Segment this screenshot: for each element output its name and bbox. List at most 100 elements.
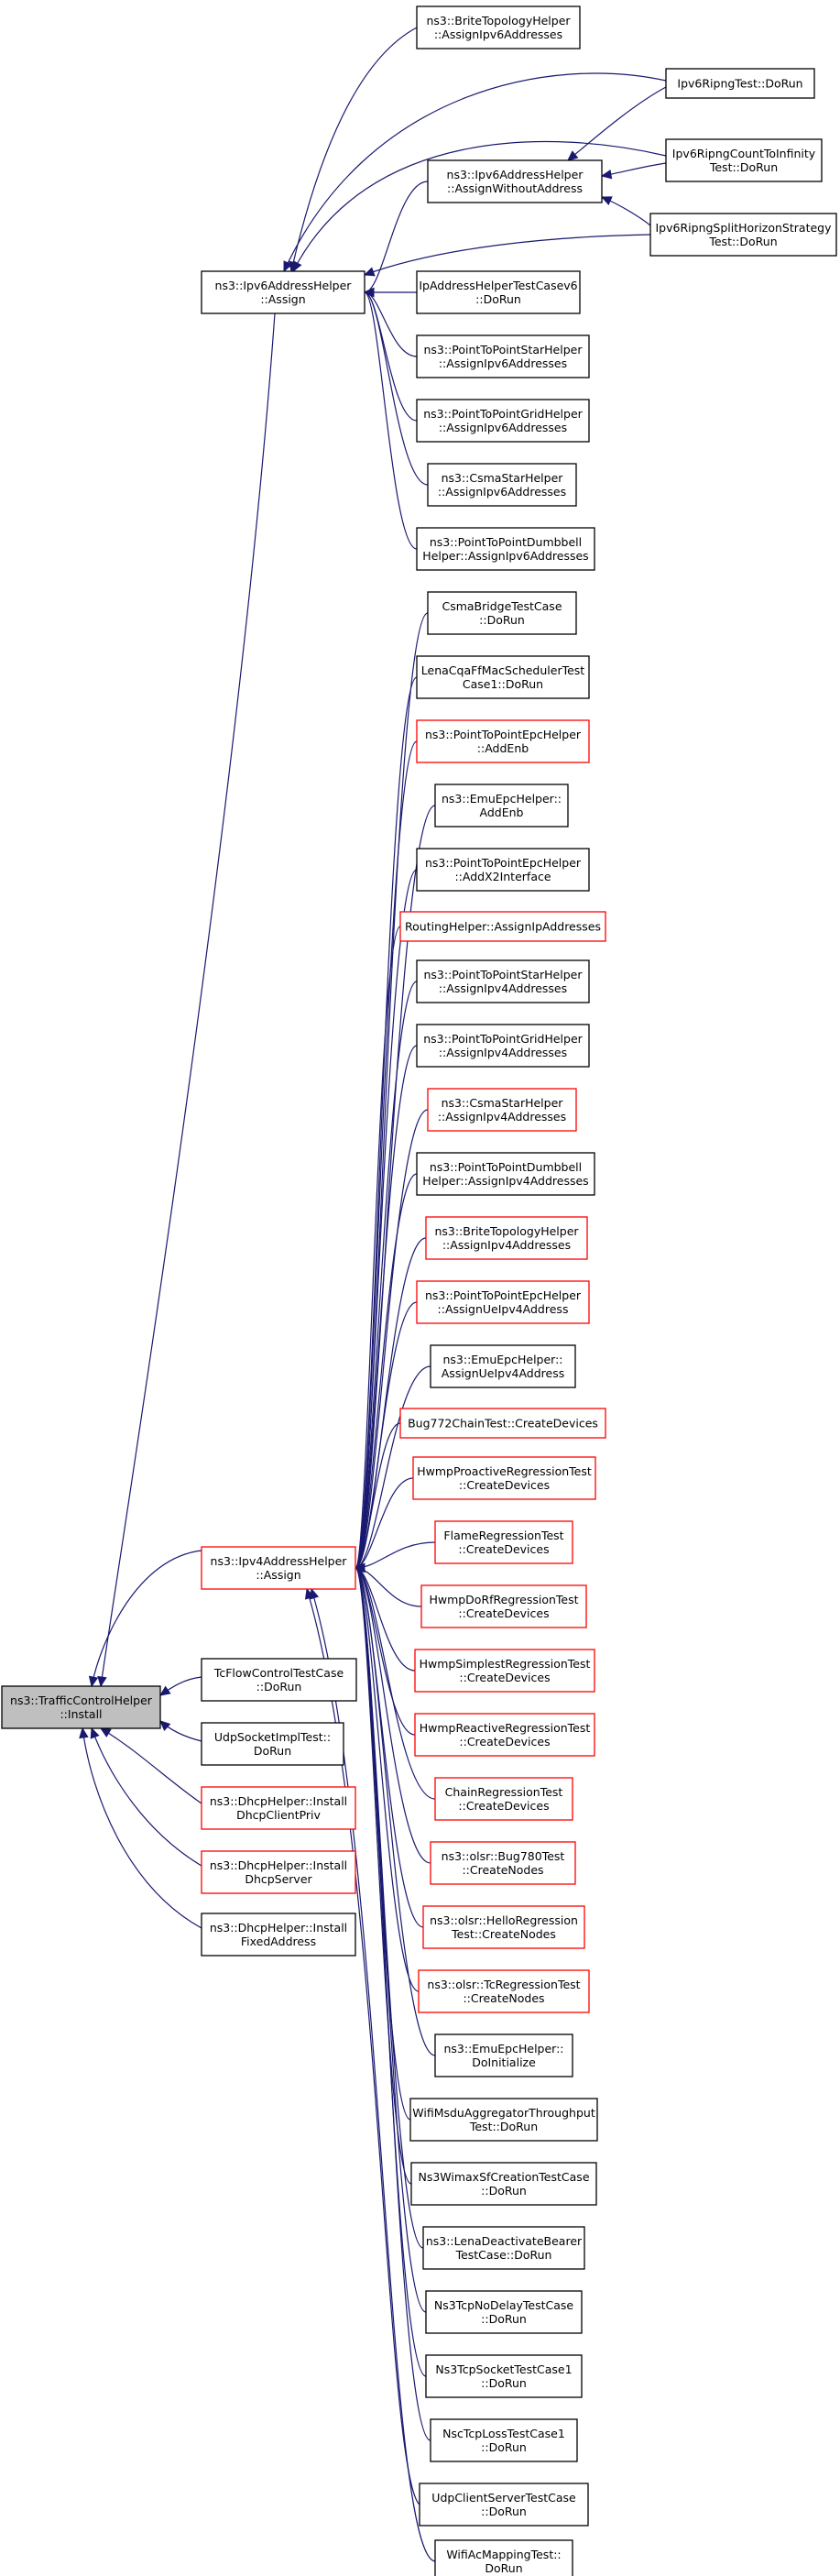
- node-box[interactable]: [412, 1456, 596, 1500]
- graph-node-routing[interactable]: RoutingHelper::AssignIpAddresses: [399, 911, 606, 942]
- graph-node-flame[interactable]: FlameRegressionTest::CreateDevices: [434, 1520, 573, 1564]
- node-box[interactable]: [427, 591, 577, 635]
- node-box[interactable]: [416, 5, 581, 49]
- node-box[interactable]: [425, 2290, 583, 2334]
- node-box[interactable]: [430, 1841, 576, 1885]
- graph-node-p2pstar6[interactable]: ns3::PointToPointStarHelper::AssignIpv6A…: [416, 334, 590, 378]
- node-box[interactable]: [414, 1713, 595, 1757]
- node-box[interactable]: [422, 1905, 585, 1949]
- graph-node-wifiac[interactable]: WifiAcMappingTest::DoRun: [434, 2539, 573, 2576]
- graph-node-udpsocket[interactable]: UdpSocketImplTest::DoRun: [201, 1722, 344, 1766]
- node-box[interactable]: [399, 911, 606, 942]
- graph-node-tcpsocket[interactable]: Ns3TcpSocketTestCase1::DoRun: [425, 2354, 583, 2398]
- node-box[interactable]: [399, 1408, 606, 1439]
- node-box[interactable]: [201, 1722, 344, 1766]
- node-box[interactable]: [430, 2418, 578, 2462]
- graph-node-hwmpreactive[interactable]: HwmpReactiveRegressionTest::CreateDevice…: [414, 1713, 595, 1757]
- node-box[interactable]: [416, 1024, 590, 1068]
- node-box[interactable]: [434, 1777, 573, 1821]
- graph-node-p2pepcx2[interactable]: ns3::PointToPointEpcHelper::AddX2Interfa…: [416, 848, 590, 892]
- node-box[interactable]: [665, 138, 823, 182]
- node-box[interactable]: [649, 213, 837, 257]
- graph-node-chain[interactable]: ChainRegressionTest::CreateDevices: [434, 1777, 573, 1821]
- graph-node-csmabridge[interactable]: CsmaBridgeTestCase::DoRun: [427, 591, 577, 635]
- node-box[interactable]: [427, 1088, 577, 1132]
- graph-node-hwmpproactive[interactable]: HwmpProactiveRegressionTest::CreateDevic…: [412, 1456, 596, 1500]
- graph-node-hwmpsimplest[interactable]: HwmpSimplestRegressionTest::CreateDevice…: [414, 1649, 595, 1693]
- node-box[interactable]: [422, 2226, 585, 2270]
- node-box[interactable]: [201, 1913, 356, 1957]
- node-box[interactable]: [416, 655, 590, 699]
- graph-node-p2pepcue[interactable]: ns3::PointToPointEpcHelper::AssignUeIpv4…: [416, 1280, 590, 1324]
- graph-node-hwmpdorf[interactable]: HwmpDoRfRegressionTest::CreateDevices: [420, 1584, 587, 1628]
- graph-node-bug772[interactable]: Bug772ChainTest::CreateDevices: [399, 1408, 606, 1439]
- graph-node-ipv6assign[interactable]: ns3::Ipv6AddressHelper::Assign: [201, 270, 365, 314]
- node-box[interactable]: [201, 1658, 357, 1702]
- node-box[interactable]: [430, 1344, 576, 1388]
- node-box[interactable]: [416, 399, 590, 443]
- node-box[interactable]: [416, 1280, 590, 1324]
- node-box[interactable]: [201, 270, 365, 314]
- node-box[interactable]: [434, 1520, 573, 1564]
- graph-node-brite6[interactable]: ns3::BriteTopologyHelper::AssignIpv6Addr…: [416, 5, 581, 49]
- graph-node-p2pgrid4[interactable]: ns3::PointToPointGridHelper::AssignIpv4A…: [416, 1024, 590, 1068]
- node-box[interactable]: [427, 159, 603, 203]
- node-box[interactable]: [416, 719, 590, 763]
- graph-node-hello[interactable]: ns3::olsr::HelloRegressionTest::CreateNo…: [422, 1905, 585, 1949]
- graph-node-ripng[interactable]: Ipv6RipngTest::DoRun: [665, 68, 815, 99]
- node-box[interactable]: [416, 1152, 595, 1196]
- node-box[interactable]: [665, 68, 815, 99]
- node-box[interactable]: [416, 848, 590, 892]
- graph-node-emuaddenb[interactable]: ns3::EmuEpcHelper::AddEnb: [434, 784, 569, 828]
- node-box[interactable]: [434, 2033, 573, 2077]
- graph-node-brite4[interactable]: ns3::BriteTopologyHelper::AssignIpv4Addr…: [425, 1216, 588, 1260]
- graph-node-p2pdumb4[interactable]: ns3::PointToPointDumbbellHelper::AssignI…: [416, 1152, 595, 1196]
- graph-node-udpclient[interactable]: UdpClientServerTestCase::DoRun: [419, 2483, 589, 2527]
- graph-node-emuue[interactable]: ns3::EmuEpcHelper::AssignUeIpv4Address: [430, 1344, 576, 1388]
- node-box[interactable]: [416, 270, 581, 314]
- node-box[interactable]: [410, 2162, 597, 2206]
- node-box[interactable]: [425, 1216, 588, 1260]
- node-box[interactable]: [425, 2354, 583, 2398]
- graph-node-nsctcp[interactable]: NscTcpLossTestCase1::DoRun: [430, 2418, 578, 2462]
- graph-node-wimaxsf[interactable]: Ns3WimaxSfCreationTestCase::DoRun: [410, 2162, 597, 2206]
- graph-node-csmastar4[interactable]: ns3::CsmaStarHelper::AssignIpv4Addresses: [427, 1088, 577, 1132]
- graph-node-csmastar6[interactable]: ns3::CsmaStarHelper::AssignIpv6Addresses: [427, 463, 577, 507]
- graph-node-p2pgrid6[interactable]: ns3::PointToPointGridHelper::AssignIpv6A…: [416, 399, 590, 443]
- node-box[interactable]: [427, 463, 577, 507]
- node-box[interactable]: [416, 959, 590, 1003]
- graph-node-tcpnodelay[interactable]: Ns3TcpNoDelayTestCase::DoRun: [425, 2290, 583, 2334]
- graph-node-p2pepcaddenb[interactable]: ns3::PointToPointEpcHelper::AddEnb: [416, 719, 590, 763]
- node-box[interactable]: [409, 2098, 598, 2142]
- node-box[interactable]: [201, 1850, 356, 1894]
- node-box[interactable]: [414, 1649, 595, 1693]
- graph-node-ipaddrv6[interactable]: IpAddressHelperTestCasev6::DoRun: [416, 270, 581, 314]
- node-box[interactable]: [434, 784, 569, 828]
- node-box[interactable]: [201, 1786, 356, 1830]
- graph-node-emuinit[interactable]: ns3::EmuEpcHelper::DoInitialize: [434, 2033, 573, 2077]
- node-box[interactable]: [420, 1584, 587, 1628]
- node-box[interactable]: [419, 2483, 589, 2527]
- node-box[interactable]: [416, 527, 595, 571]
- node-box[interactable]: [416, 334, 590, 378]
- node-box[interactable]: [201, 1546, 356, 1590]
- graph-node-ipv4assign[interactable]: ns3::Ipv4AddressHelper::Assign: [201, 1546, 356, 1590]
- node-box[interactable]: [434, 2539, 573, 2576]
- graph-node-p2pdumb6[interactable]: ns3::PointToPointDumbbellHelper::AssignI…: [416, 527, 595, 571]
- graph-node-tcreg[interactable]: ns3::olsr::TcRegressionTest::CreateNodes: [418, 1969, 590, 2013]
- graph-node-bug780[interactable]: ns3::olsr::Bug780Test::CreateNodes: [430, 1841, 576, 1885]
- graph-node-p2pstar4[interactable]: ns3::PointToPointStarHelper::AssignIpv4A…: [416, 959, 590, 1003]
- graph-node-tcflow[interactable]: TcFlowControlTestCase::DoRun: [201, 1658, 357, 1702]
- node-box[interactable]: [418, 1969, 590, 2013]
- graph-node-assignwo[interactable]: ns3::Ipv6AddressHelper::AssignWithoutAdd…: [427, 159, 603, 203]
- graph-node-root[interactable]: ns3::TrafficControlHelper::Install: [1, 1685, 161, 1729]
- node-box[interactable]: [1, 1685, 161, 1729]
